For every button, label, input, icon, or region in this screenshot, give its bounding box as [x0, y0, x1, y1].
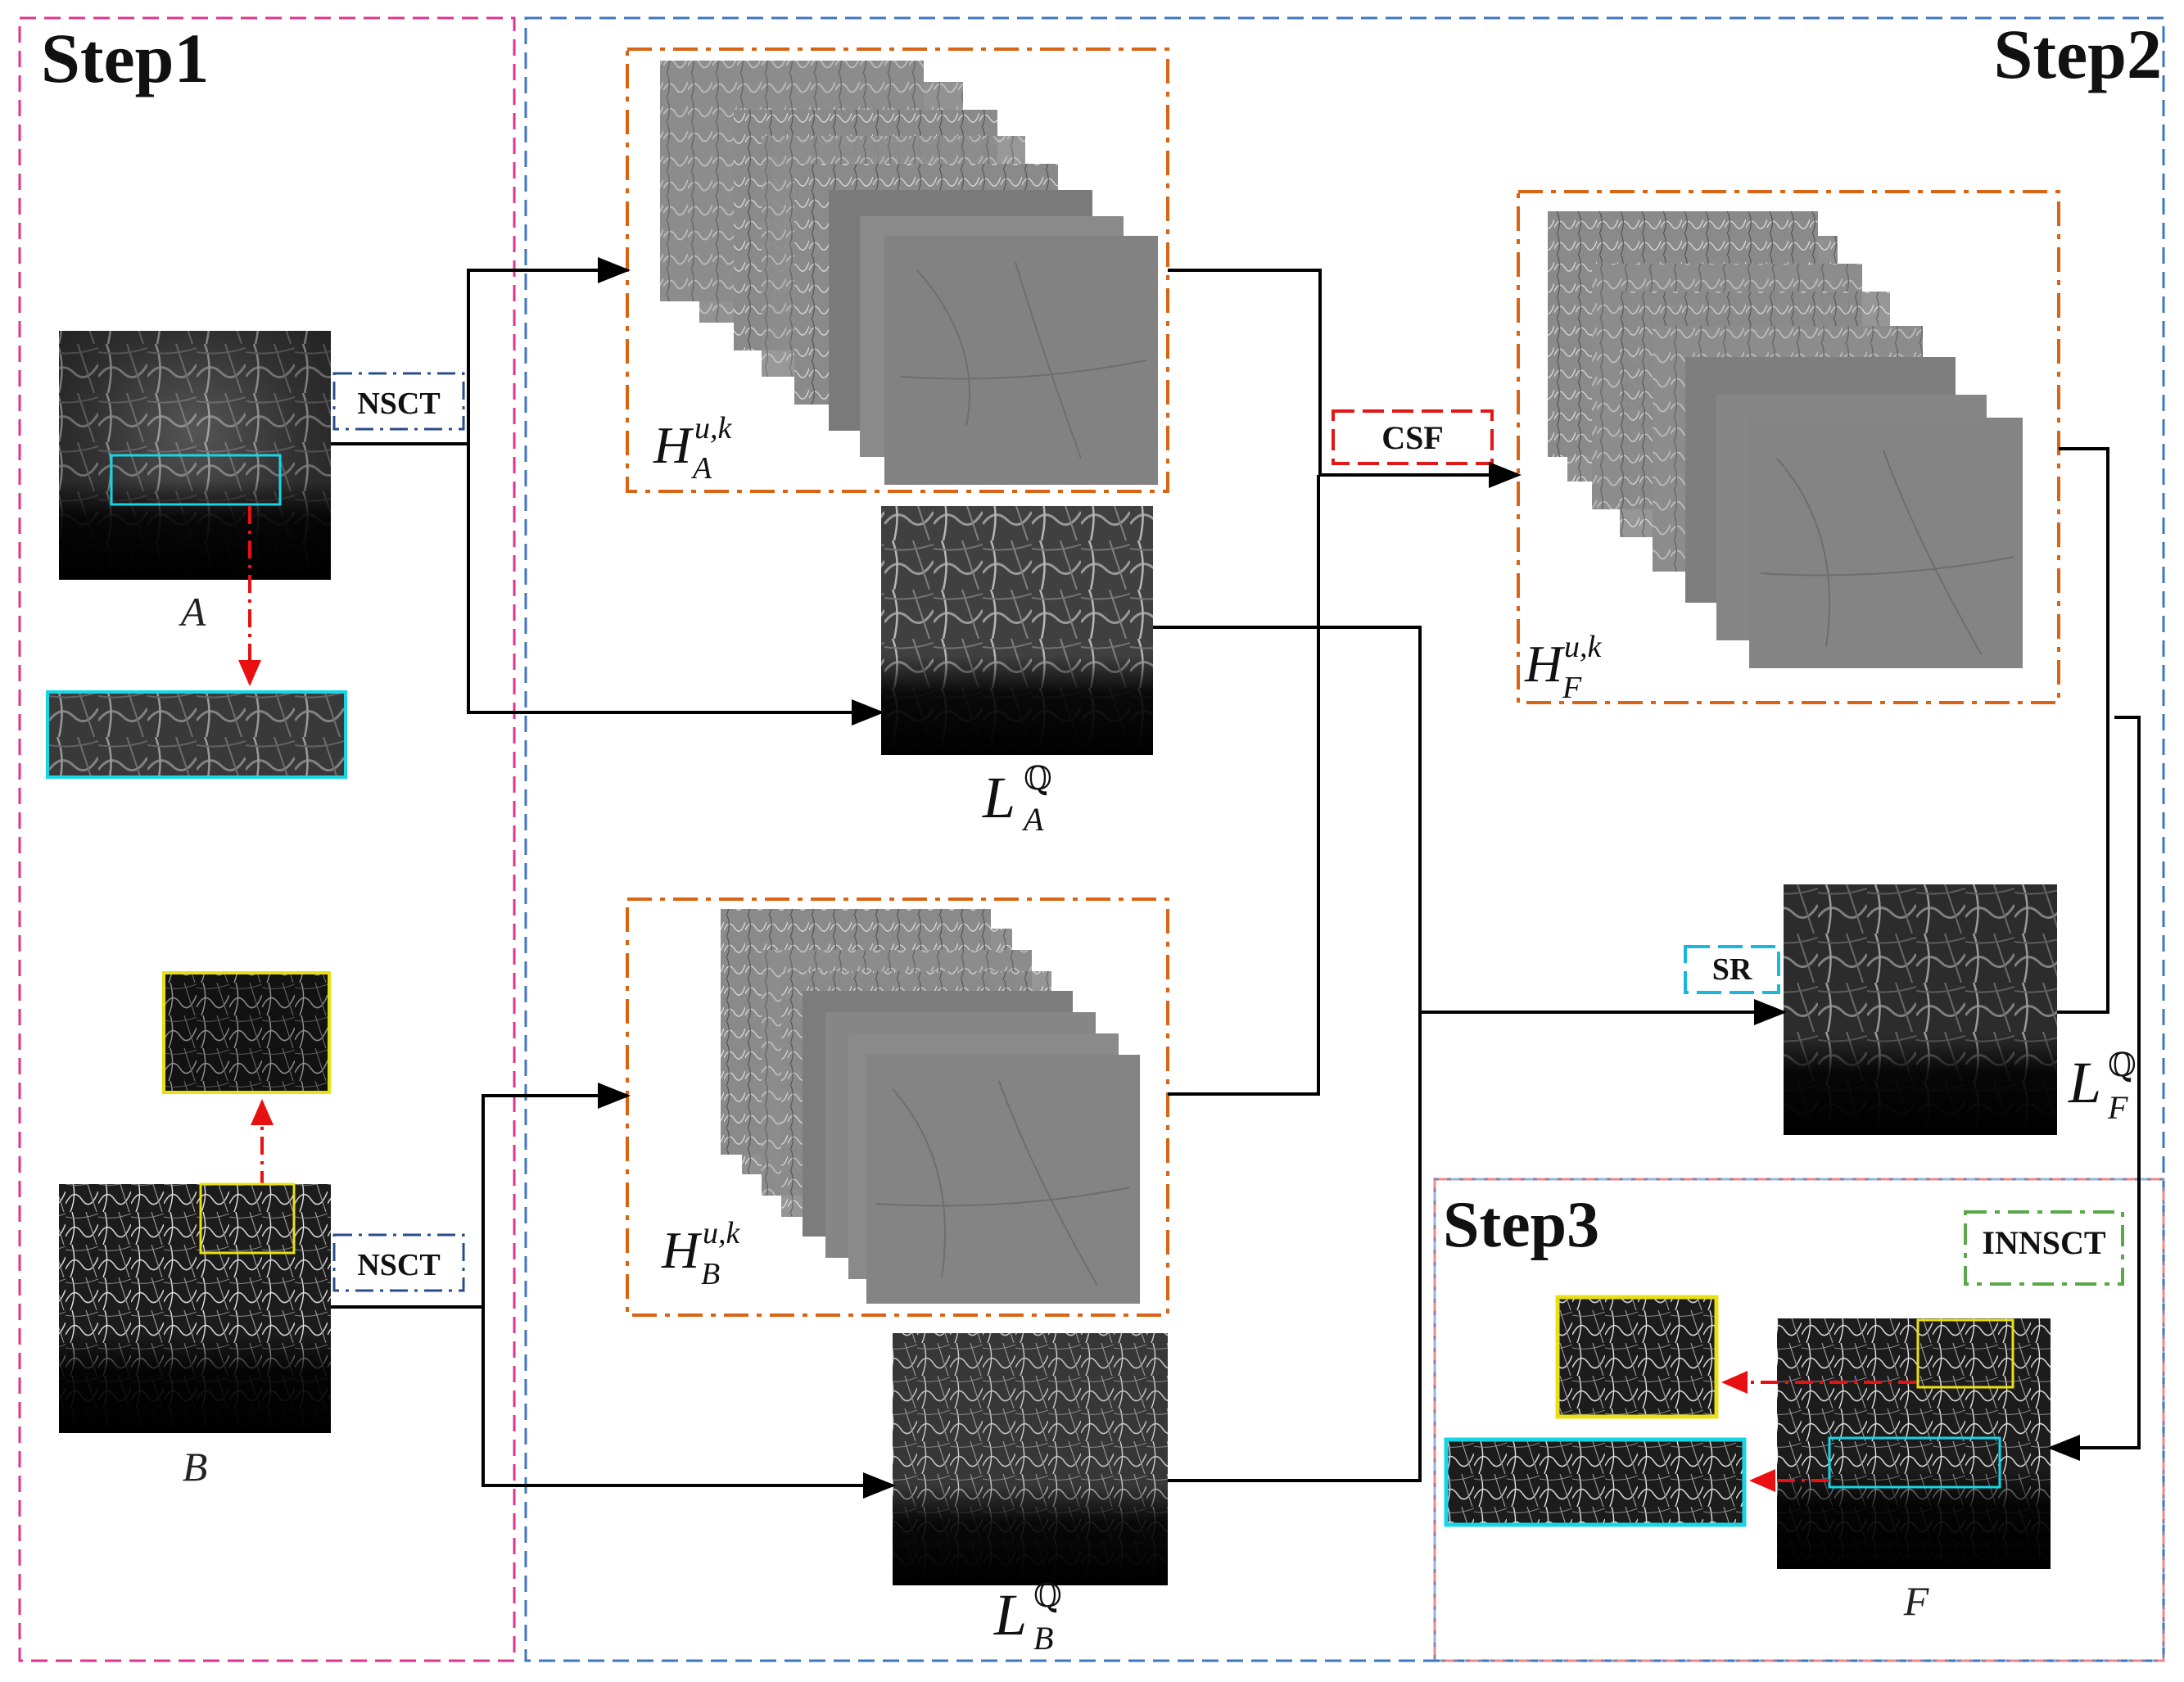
step2-region	[524, 16, 2165, 1662]
fused-image-caption: F	[1903, 1578, 1929, 1624]
svg-text:H: H	[653, 416, 694, 474]
flow-nsct-b-to-low-image	[482, 1307, 896, 1499]
nsct-label-b: NSCT	[357, 1248, 440, 1282]
flow-fused-high-to-merge	[2057, 447, 2109, 1014]
svg-text:u,k: u,k	[694, 411, 733, 445]
fused-zoom-inset-cyan	[1444, 1437, 1747, 1527]
svg-text:B: B	[701, 1257, 720, 1291]
zoom-region-b	[199, 1182, 296, 1255]
flow-high-a-to-csf	[1168, 269, 1322, 475]
flow-nsct-b-to-high-stack	[482, 1083, 631, 1307]
svg-text:ℚ: ℚ	[1024, 760, 1052, 798]
zoom-inset-a	[46, 690, 347, 779]
low-freq-label-fused: L ℚ F	[2068, 1047, 2137, 1126]
svg-text:B: B	[1033, 1620, 1053, 1657]
csf-box	[1332, 409, 1494, 465]
svg-text:ℚ: ℚ	[1033, 1577, 1062, 1615]
svg-text:L: L	[2068, 1050, 2101, 1115]
svg-text:F: F	[2107, 1089, 2128, 1126]
low-freq-image-a	[881, 506, 1153, 755]
high-freq-stack-b	[721, 909, 1140, 1304]
sr-box	[1684, 945, 1780, 994]
fused-image	[1777, 1318, 2051, 1569]
svg-text:H: H	[661, 1221, 703, 1279]
svg-text:A: A	[1021, 801, 1044, 838]
svg-text:u,k: u,k	[703, 1216, 741, 1250]
nsct-box-b	[332, 1233, 465, 1292]
fused-zoom-inset-yellow	[1555, 1295, 1719, 1419]
svg-text:L: L	[993, 1582, 1027, 1648]
flow-high-b-to-csf	[1168, 475, 1320, 1096]
csf-label: CSF	[1381, 419, 1444, 456]
step3-title: Step3	[1443, 1189, 1599, 1261]
low-freq-label-b: L ℚ B	[993, 1577, 1062, 1657]
flow-low-b-to-sr	[1168, 1012, 1422, 1482]
source-image-b	[59, 1184, 331, 1433]
svg-text:H: H	[1524, 635, 1566, 693]
flow-nsct-a-to-high-stack	[467, 257, 631, 444]
source-image-a-caption: A	[179, 589, 206, 635]
high-freq-label-b: H u,k B	[661, 1216, 741, 1291]
step1-title: Step1	[41, 19, 209, 97]
flow-low-a-to-sr	[1153, 626, 1422, 1012]
step2-title: Step2	[1994, 15, 2162, 93]
source-image-b-caption: B	[183, 1444, 208, 1490]
zoom-inset-b	[162, 971, 331, 1094]
fused-zoom-region-cyan	[1828, 1436, 2001, 1489]
low-freq-image-fused	[1784, 884, 2057, 1135]
high-freq-label-a: H u,k A	[653, 411, 733, 486]
svg-text:A: A	[690, 451, 712, 486]
flow-nsct-a-to-low-image	[467, 444, 884, 726]
svg-text:L: L	[982, 765, 1015, 830]
step1-region	[18, 16, 516, 1662]
fused-zoom-region-yellow	[1916, 1318, 2014, 1389]
high-freq-stack-a	[660, 61, 1158, 485]
high-freq-label-fused: H u,k F	[1524, 630, 1603, 705]
svg-text:ℚ: ℚ	[2108, 1047, 2137, 1084]
nsct-box-a	[332, 372, 465, 431]
flow-merge-to-fused-image	[2047, 716, 2141, 1461]
nsct-label-a: NSCT	[357, 387, 440, 421]
zoom-region-a	[110, 454, 282, 506]
step2-step3-separator	[1433, 1178, 2165, 1662]
svg-text:u,k: u,k	[1564, 630, 1603, 664]
low-freq-label-a: L ℚ A	[982, 760, 1052, 838]
innsct-box	[1964, 1210, 2124, 1286]
innsct-label: INNSCT	[1982, 1224, 2105, 1261]
sr-label: SR	[1712, 952, 1752, 987]
low-freq-image-b	[893, 1333, 1168, 1585]
high-freq-stack-fused	[1548, 211, 2023, 668]
svg-text:F: F	[1562, 671, 1582, 705]
